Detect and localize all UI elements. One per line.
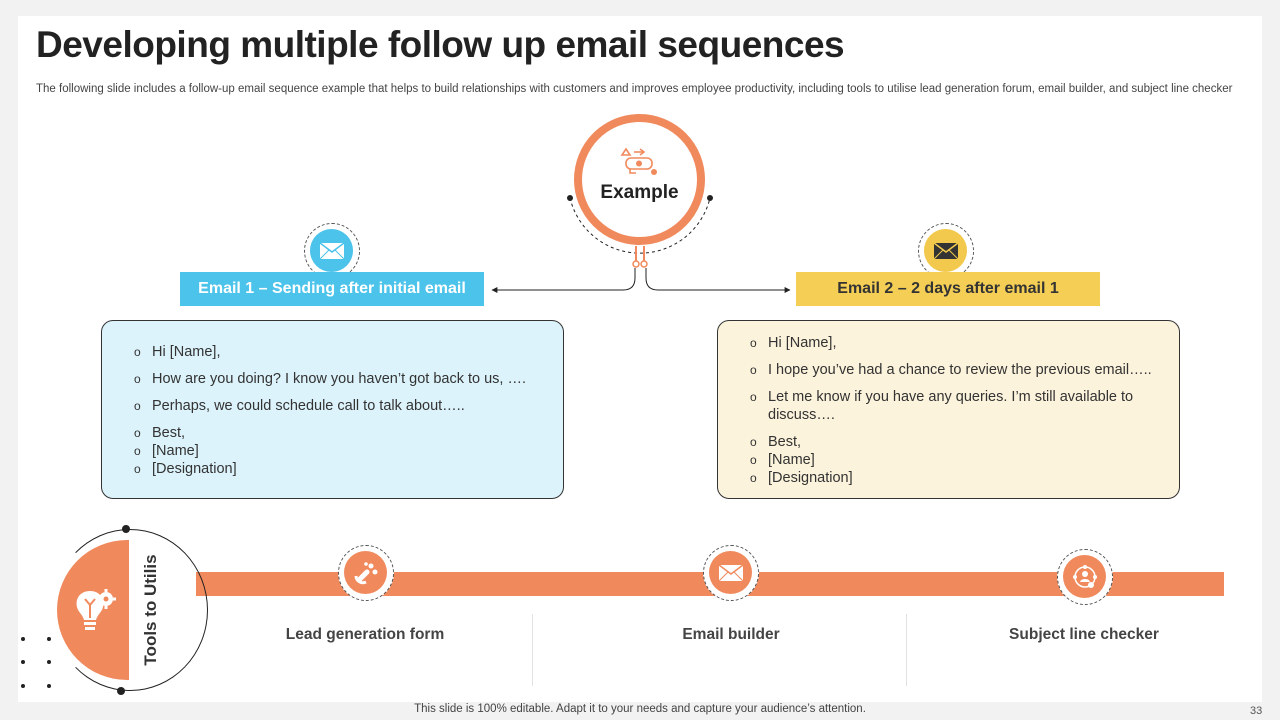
decor-dot xyxy=(47,637,51,641)
envelope-icon xyxy=(924,229,967,272)
divider xyxy=(532,614,533,686)
list-item: [Designation] xyxy=(134,460,544,478)
envelope-icon xyxy=(709,551,752,594)
list-item: Perhaps, we could schedule call to talk … xyxy=(134,397,544,415)
list-item: Best, xyxy=(134,424,544,442)
email2-content-box: Hi [Name], I hope you’ve had a chance to… xyxy=(717,320,1180,499)
subject-checker-badge xyxy=(1057,549,1113,605)
email2-badge xyxy=(918,223,974,279)
list-item: I hope you’ve had a chance to review the… xyxy=(750,361,1160,379)
lightbulb-gear-icon xyxy=(70,585,120,640)
decor-dot xyxy=(21,660,25,664)
page-title: Developing multiple follow up email sequ… xyxy=(36,24,845,65)
tools-heading: Tools to Utilis xyxy=(141,554,160,666)
email1-badge xyxy=(304,223,360,279)
list-item: [Name] xyxy=(134,442,544,460)
email2-list: Hi [Name], I hope you’ve had a chance to… xyxy=(750,334,1160,487)
list-item: Best, xyxy=(750,433,1160,451)
lead-form-badge xyxy=(338,545,394,601)
footer-note: This slide is 100% editable. Adapt it to… xyxy=(414,703,866,715)
magnet-icon xyxy=(344,551,387,594)
list-item: How are you doing? I know you haven’t go… xyxy=(134,370,544,388)
decor-dot xyxy=(47,684,51,688)
example-label: Example xyxy=(600,182,679,203)
email-builder-badge xyxy=(703,545,759,601)
email1-content-box: Hi [Name], How are you doing? I know you… xyxy=(101,320,564,499)
network-user-icon xyxy=(1063,555,1106,598)
decor-dot xyxy=(47,660,51,664)
page-number: 33 xyxy=(1250,705,1263,717)
list-item: [Designation] xyxy=(750,469,1160,487)
envelope-icon xyxy=(310,229,353,272)
divider xyxy=(906,614,907,686)
email1-list: Hi [Name], How are you doing? I know you… xyxy=(134,343,544,478)
tool-label-email-builder: Email builder xyxy=(682,626,780,643)
tool-label-lead-generation: Lead generation form xyxy=(285,626,445,643)
tool-label-subject-checker: Subject line checker xyxy=(1009,626,1159,643)
arc-dot xyxy=(122,525,130,533)
page-subtitle: The following slide includes a follow-up… xyxy=(36,83,1233,95)
list-item: Hi [Name], xyxy=(134,343,544,361)
arc-dot xyxy=(117,687,125,695)
email1-heading: Email 1 – Sending after initial email xyxy=(180,272,484,306)
tools-arc xyxy=(52,529,208,691)
example-circle xyxy=(574,114,705,245)
workflow-icon xyxy=(620,146,660,181)
list-item: [Name] xyxy=(750,451,1160,469)
email2-heading: Email 2 – 2 days after email 1 xyxy=(796,272,1100,306)
list-item: Hi [Name], xyxy=(750,334,1160,352)
decor-dot xyxy=(21,637,25,641)
list-item: Let me know if you have any queries. I’m… xyxy=(750,388,1160,424)
decor-dot xyxy=(21,684,25,688)
